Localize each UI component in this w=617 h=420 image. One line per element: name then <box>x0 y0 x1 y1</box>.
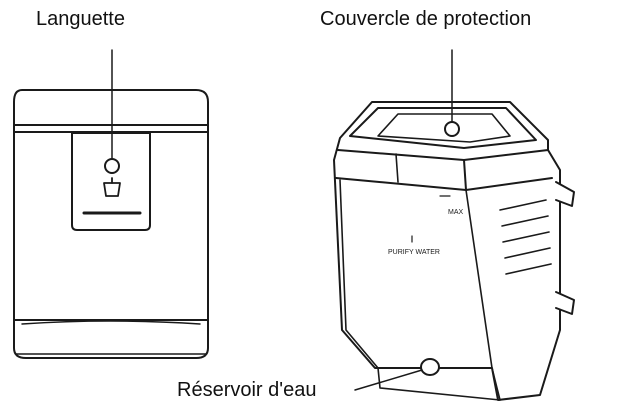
cup-icon <box>103 182 121 197</box>
tank-purify-marking: PURIFY WATER <box>388 249 440 256</box>
label-couvercle-de-protection: Couvercle de protection <box>320 8 532 30</box>
tank-max-marking: MAX <box>448 209 464 216</box>
reservoir-pointer-dot <box>420 358 440 376</box>
leader-line-reservoir <box>354 369 423 391</box>
couvercle-pointer-dot <box>444 121 460 137</box>
water-tank <box>333 101 575 401</box>
label-reservoir-d-eau: Réservoir d'eau <box>177 379 317 401</box>
label-languette: Languette <box>36 8 125 30</box>
tab-pointer-dot <box>104 158 120 174</box>
languette-tab <box>71 132 151 231</box>
